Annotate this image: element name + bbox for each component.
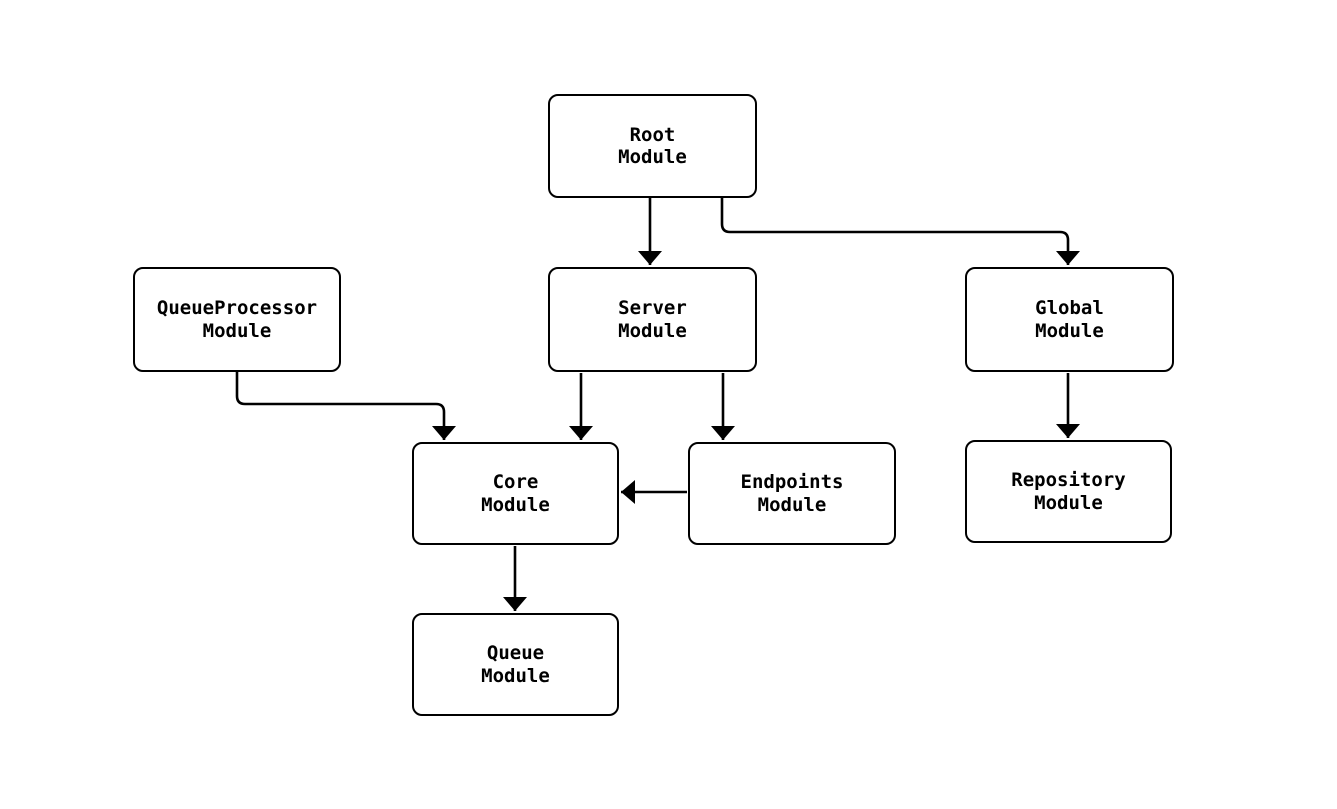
- node-endpoints: Endpoints Module: [688, 442, 896, 545]
- node-label: Root Module: [618, 123, 687, 168]
- node-label: Queue Module: [481, 642, 550, 687]
- edge-group: [235, 198, 1080, 611]
- node-repository: Repository Module: [965, 440, 1172, 543]
- node-label: QueueProcessor Module: [156, 297, 318, 342]
- node-queueprocessor: QueueProcessor Module: [133, 267, 341, 372]
- node-core: Core Module: [412, 442, 619, 545]
- node-label: Server Module: [618, 297, 687, 342]
- node-server: Server Module: [548, 267, 757, 372]
- node-global: Global Module: [965, 267, 1174, 372]
- node-label: Endpoints Module: [740, 471, 844, 516]
- node-label: Core Module: [481, 471, 550, 516]
- edge-queueprocessor-core: [235, 372, 456, 440]
- node-label: Global Module: [1035, 297, 1104, 342]
- node-queue: Queue Module: [412, 613, 619, 716]
- node-root: Root Module: [548, 94, 757, 198]
- node-label: Repository Module: [1011, 469, 1126, 514]
- edge-root-global: [720, 198, 1080, 265]
